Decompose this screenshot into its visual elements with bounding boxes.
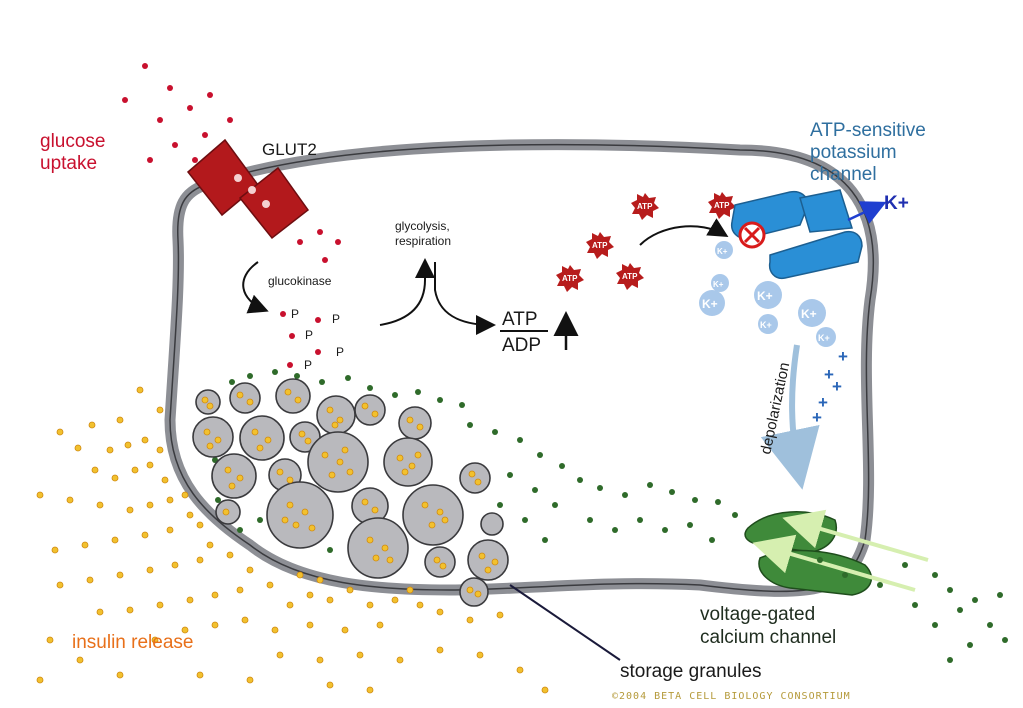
- svg-text:+: +: [802, 427, 812, 446]
- svg-text:+: +: [838, 347, 848, 366]
- atp-binding-arrow: [639, 218, 729, 246]
- glut2-transporter: [186, 138, 310, 240]
- glucokinase-arrow: [242, 261, 269, 314]
- svg-text:K+: K+: [717, 247, 728, 256]
- calcium-channel-label-1: voltage-gated: [700, 604, 815, 625]
- calcium-channel-label-2: calcium channel: [700, 627, 836, 648]
- svg-text:+: +: [818, 393, 828, 412]
- svg-text:+: +: [812, 408, 822, 427]
- glycolysis-label: glycolysis,: [395, 219, 450, 233]
- svg-text:P: P: [336, 345, 344, 359]
- glucose-uptake-label-2: uptake: [40, 153, 97, 174]
- svg-text:+: +: [824, 365, 834, 384]
- svg-text:ATP: ATP: [637, 202, 653, 211]
- insulin-in-granules: [201, 388, 499, 598]
- svg-text:ATP: ATP: [622, 272, 638, 281]
- svg-text:ADP: ADP: [502, 335, 541, 356]
- svg-text:ATP: ATP: [592, 241, 608, 250]
- svg-text:K+: K+: [713, 280, 724, 289]
- calcium-ions: [202, 369, 1008, 663]
- arrow-out-icon: [847, 201, 887, 224]
- svg-text:K+: K+: [702, 297, 718, 311]
- atp-adp-ratio: ATP ADP: [500, 309, 579, 356]
- storage-granules-pointer: [509, 584, 621, 661]
- depolarization-arrow: [760, 344, 820, 490]
- storage-granules-label: storage granules: [620, 661, 762, 682]
- glucose-phosphate-group: P P P P P: [280, 307, 344, 372]
- storage-granules: [192, 378, 509, 607]
- calcium-channel: [744, 509, 929, 596]
- k-out-label: K+: [884, 193, 909, 214]
- respiration-label: respiration: [395, 234, 451, 248]
- svg-text:K+: K+: [818, 333, 830, 343]
- glucose-uptake-label: glucose: [40, 131, 106, 152]
- svg-text:ATP: ATP: [714, 201, 730, 210]
- svg-text:ATP: ATP: [562, 274, 578, 283]
- svg-text:K+: K+: [757, 289, 773, 303]
- svg-text:P: P: [305, 328, 313, 342]
- circle-x-icon: [738, 221, 766, 249]
- katp-channel-label-3: channel: [810, 164, 877, 185]
- atp-molecules: ATP ATP ATP ATP ATP: [556, 192, 736, 292]
- katp-channel-label-1: ATP-sensitive: [810, 120, 926, 141]
- svg-text:+: +: [832, 377, 842, 396]
- copyright-text: ©2004 BETA CELL BIOLOGY CONSORTIUM: [612, 691, 851, 702]
- potassium-ions: K+ K+ K+ K+ K+ K+ K+: [699, 241, 836, 347]
- glucokinase-label: glucokinase: [268, 274, 332, 288]
- svg-text:ATP: ATP: [502, 309, 538, 330]
- glut2-label: GLUT2: [262, 140, 317, 159]
- glucose-molecules-outside: [122, 63, 233, 163]
- svg-text:P: P: [304, 358, 312, 372]
- released-insulin: [36, 386, 549, 694]
- svg-text:P: P: [332, 312, 340, 326]
- svg-text:K+: K+: [760, 320, 772, 330]
- svg-text:P: P: [291, 307, 299, 321]
- insulin-release-label: insulin release: [72, 632, 193, 653]
- glycolysis-arrows: [379, 258, 496, 335]
- katp-channel-label-2: potassium: [810, 142, 897, 163]
- svg-text:K+: K+: [801, 307, 817, 321]
